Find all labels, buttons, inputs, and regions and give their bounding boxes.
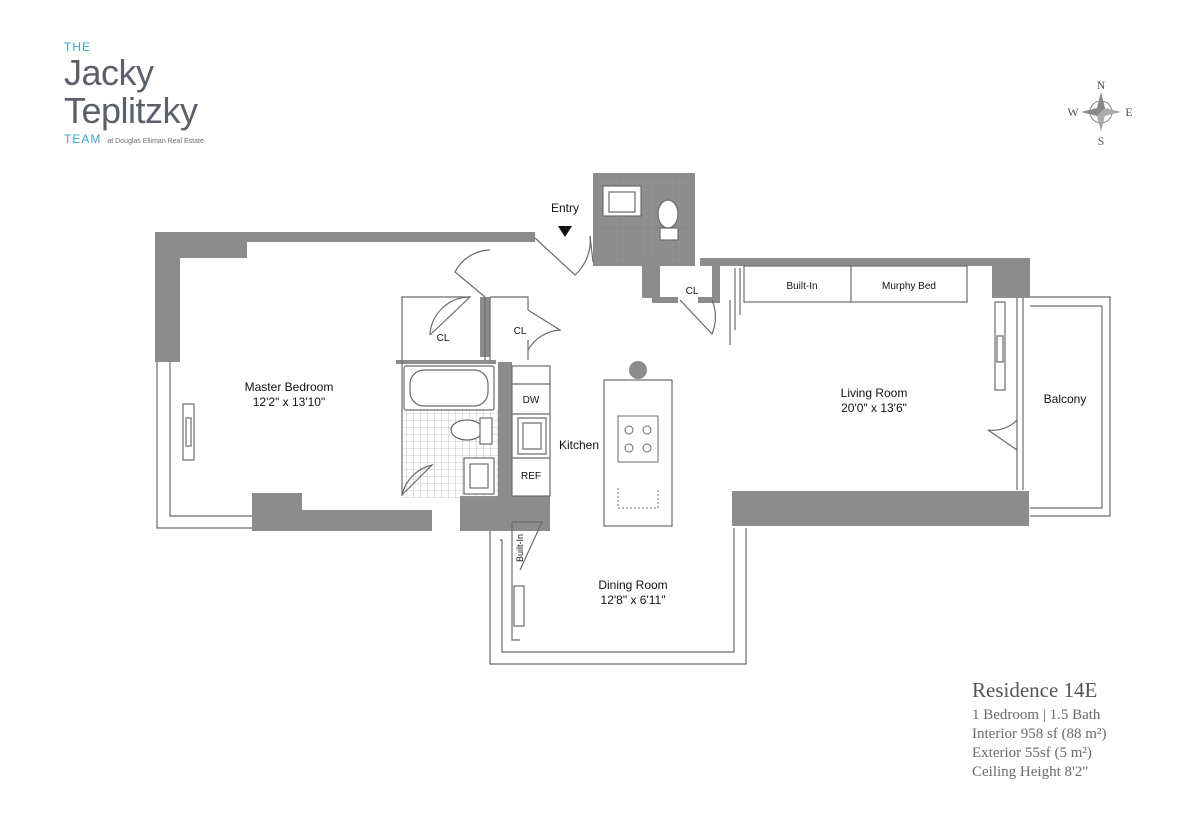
residence-ceiling: Ceiling Height 8'2" <box>972 764 1089 780</box>
compass-n: N <box>1097 78 1106 92</box>
label-dining-room: Dining Room <box>598 578 667 592</box>
label-dining-dims: 12'8" x 6'11" <box>601 593 666 607</box>
compass-icon: N S E W <box>1067 78 1132 148</box>
doors <box>401 235 1018 641</box>
interior-walls <box>401 265 968 497</box>
label-balcony: Balcony <box>1044 392 1087 406</box>
brand-name-last: Teplitzky <box>64 90 198 131</box>
label-master-dims: 12'2" x 13'10" <box>253 395 326 409</box>
label-cl-kitchen: CL <box>514 326 527 337</box>
walls <box>155 173 1030 531</box>
compass-w: W <box>1067 105 1079 119</box>
kitchen-island <box>603 361 673 527</box>
fixtures <box>182 185 1006 627</box>
residence-info: Residence 14E 1 Bedroom | 1.5 Bath Inter… <box>972 678 1106 782</box>
label-cl-top: CL <box>686 286 699 297</box>
label-cl-bedroom: CL <box>437 333 450 344</box>
label-ref: REF <box>521 471 541 482</box>
window-lines <box>156 296 1111 665</box>
label-kitchen: Kitchen <box>559 438 599 452</box>
label-living-dims: 20'0" x 13'6" <box>841 401 907 415</box>
label-built-in: Built-In <box>786 281 817 292</box>
label-dw: DW <box>523 395 540 406</box>
entry-arrow-icon <box>558 226 572 237</box>
label-living-room: Living Room <box>841 386 908 400</box>
residence-exterior: Exterior 55sf (5 m²) <box>972 745 1092 761</box>
label-built-in-dining: Built-In <box>515 534 525 562</box>
compass-s: S <box>1098 134 1105 148</box>
brand-the: THE <box>64 40 91 54</box>
label-murphy-bed: Murphy Bed <box>882 281 936 292</box>
label-master-bedroom: Master Bedroom <box>245 380 334 394</box>
brand-team: TEAM <box>64 132 102 146</box>
compass-e: E <box>1125 105 1132 119</box>
brand-tagline: at Douglas Elliman Real Estate <box>107 138 204 145</box>
label-entry: Entry <box>551 201 579 215</box>
brand-name-first: Jacky <box>64 52 154 93</box>
residence-title: Residence 14E <box>972 678 1098 702</box>
brand-logo: THE Jacky Teplitzky TEAM at Douglas Elli… <box>64 40 204 146</box>
residence-interior: Interior 958 sf (88 m²) <box>972 726 1107 742</box>
residence-bed-bath: 1 Bedroom | 1.5 Bath <box>972 707 1101 723</box>
